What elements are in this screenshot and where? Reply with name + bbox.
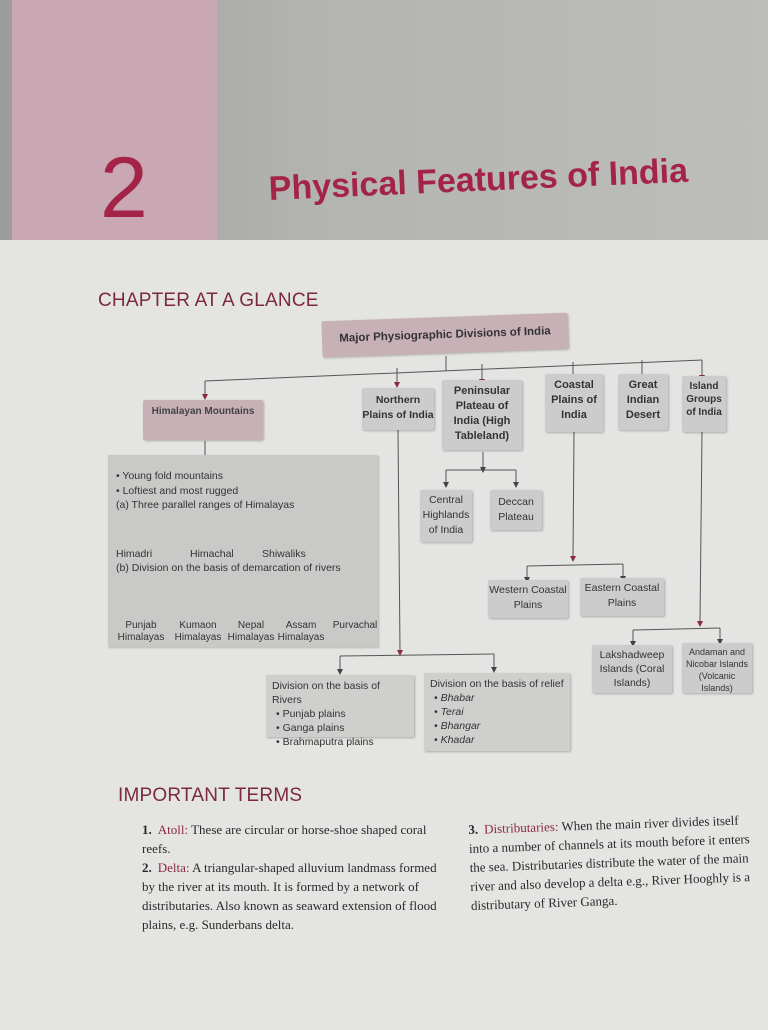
node-great-indian-desert: Great Indian Desert <box>618 374 668 430</box>
himalaya-bullet-young-fold: • Young fold mountains <box>116 470 224 482</box>
node-deccan-plateau: Deccan Plateau <box>490 490 542 530</box>
himalaya-detail-box <box>108 455 378 647</box>
node-peninsular-plateau: Peninsular Plateau of India (High Tablel… <box>442 380 522 450</box>
relief-bhangar: • Bhangar <box>434 720 481 732</box>
term-name: Distributaries: <box>483 818 559 837</box>
node-central-highlands: Central Highlands of India <box>420 490 472 542</box>
plains-rivers-title: Division on the basis of Rivers <box>272 680 380 706</box>
chapter-at-a-glance-heading: CHAPTER AT A GLANCE <box>98 290 319 311</box>
himalaya-bullet-loftiest: • Loftiest and most rugged <box>116 485 239 497</box>
term-definition: A triangular-shaped alluvium landmass fo… <box>142 860 437 932</box>
node-island-groups: Island Groups of India <box>682 376 726 432</box>
term-name: Delta: <box>157 860 190 875</box>
chapter-number-block <box>12 0 217 262</box>
term-number: 3. <box>468 821 479 837</box>
term-definition: These are circular or horse-shoe shaped … <box>142 822 427 856</box>
region-assam-himalayas: Assam Himalayas <box>277 620 325 643</box>
relief-bhabar: • Bhabar <box>434 692 475 704</box>
relief-terai: • Terai <box>434 706 464 718</box>
region-punjab-himalayas: Punjab Himalayas <box>117 620 165 643</box>
chapter-number: 2 <box>100 140 148 236</box>
node-andaman-nicobar: Andaman and Nicobar Islands (Volcanic Is… <box>682 643 752 693</box>
node-eastern-coastal-plains: Eastern Coastal Plains <box>580 578 664 616</box>
himalaya-point-b: (b) Division on the basis of demarcation… <box>116 562 341 574</box>
term-item-delta: 2. Delta: A triangular-shaped alluvium la… <box>142 858 438 934</box>
plains-relief-title: Division on the basis of relief <box>430 678 564 690</box>
region-purvachal: Purvachal <box>332 620 378 631</box>
node-lakshadweep: Lakshadweep Islands (Coral Islands) <box>592 645 672 693</box>
plains-relief-box: Division on the basis of relief • Bhabar… <box>424 673 570 751</box>
plains-river-brahmaputra: • Brahmaputra plains <box>276 736 374 748</box>
range-shiwaliks: Shiwaliks <box>262 548 306 560</box>
relief-khadar: • Khadar <box>434 734 475 746</box>
node-western-coastal-plains: Western Coastal Plains <box>488 580 568 618</box>
node-coastal-plains: Coastal Plains of India <box>545 374 603 432</box>
plains-river-ganga: • Ganga plains <box>276 722 345 734</box>
important-terms-heading: IMPORTANT TERMS <box>118 785 303 806</box>
term-item-distributaries: 3.Distributaries: When the main river di… <box>468 810 761 915</box>
range-himachal: Himachal <box>190 548 234 560</box>
himalaya-point-a: (a) Three parallel ranges of Himalayas <box>116 499 295 511</box>
term-number: 2. <box>142 860 152 875</box>
region-kumaon-himalayas: Kumaon Himalayas <box>174 620 222 643</box>
range-himadri: Himadri <box>116 548 153 560</box>
node-himalayan-mountains: Himalayan Mountains <box>143 400 263 440</box>
term-name: Atoll: <box>157 822 189 837</box>
region-nepal-himalayas: Nepal Himalayas <box>227 620 275 643</box>
plains-rivers-box: Division on the basis of Rivers • Punjab… <box>266 675 414 748</box>
node-northern-plains: Northern Plains of India <box>362 388 434 430</box>
plains-river-punjab: • Punjab plains <box>276 708 346 720</box>
page-curve <box>0 241 768 290</box>
term-number: 1. <box>142 822 152 837</box>
term-item-atoll: 1. Atoll: These are circular or horse-sho… <box>142 820 438 858</box>
